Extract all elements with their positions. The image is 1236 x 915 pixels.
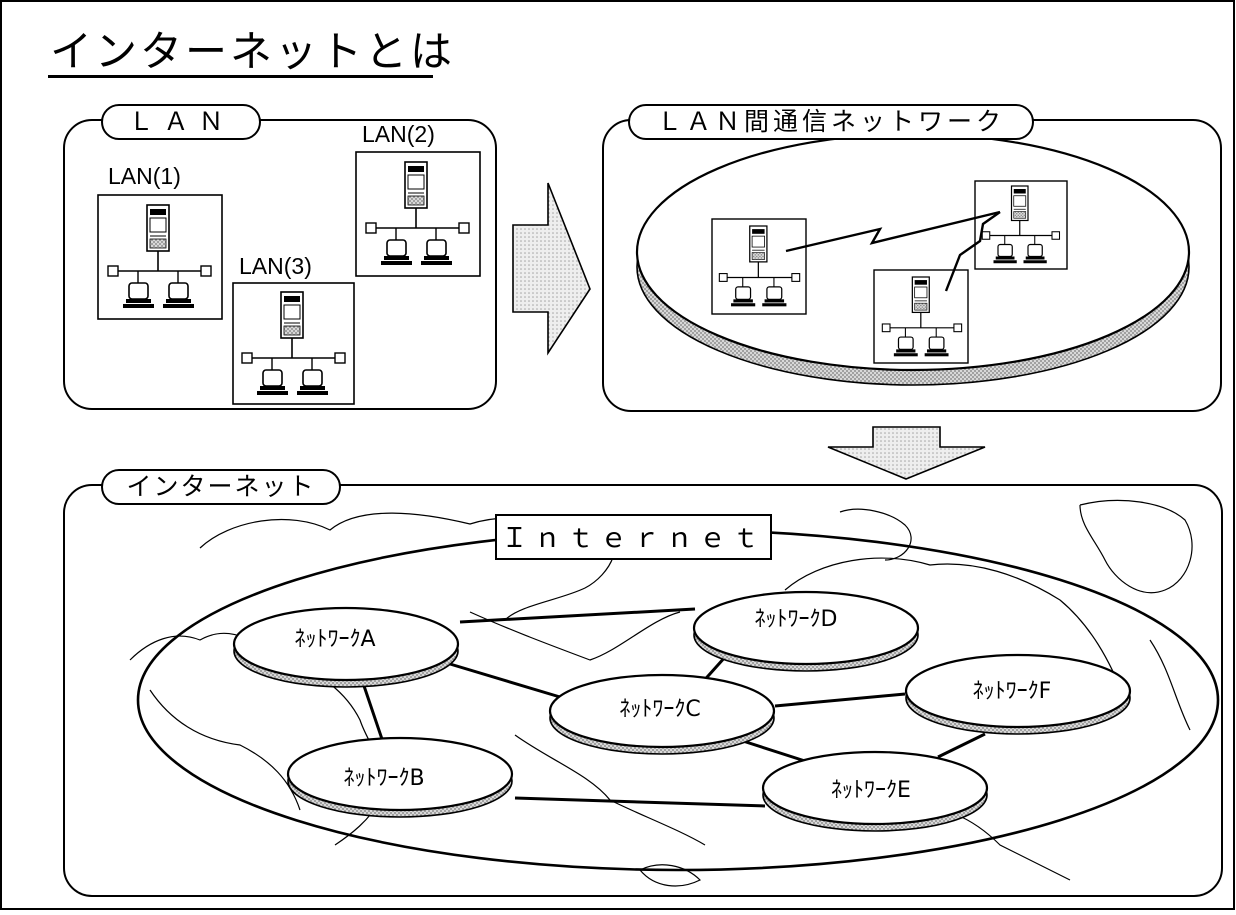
network-b-label: ﾈｯﾄﾜｰｸB (343, 766, 424, 791)
wan-lan-left (711, 218, 807, 315)
arrow-down-icon (827, 426, 986, 480)
arrow-right-icon (512, 182, 591, 356)
lan1-label: LAN(1) (108, 163, 181, 189)
internet-panel-label: インターネット (101, 469, 341, 505)
network-a-label: ﾈｯﾄﾜｰｸA (294, 627, 375, 652)
lan3-label: LAN(3) (239, 253, 312, 279)
wan-lan-bottom (873, 269, 969, 364)
internet-banner: Ｉｎｔｅｒｎｅｔ (501, 523, 765, 554)
lan2-box (355, 151, 481, 277)
wan-lan-right (974, 180, 1068, 270)
network-f-label: ﾈｯﾄﾜｰｸF (973, 679, 1052, 704)
network-c-label: ﾈｯﾄﾜｰｸC (619, 697, 700, 722)
wan-panel-label: ＬＡＮ間通信ネットワーク (628, 104, 1034, 140)
network-e-label: ﾈｯﾄﾜｰｸE (831, 778, 911, 803)
network-d-label: ﾈｯﾄﾜｰｸD (755, 607, 838, 632)
lan2-label: LAN(2) (362, 121, 435, 147)
page-title: インターネットとは (50, 27, 456, 76)
lan1-box (97, 194, 223, 320)
lan-panel-label: ＬＡＮ (101, 104, 261, 140)
title-underline (48, 75, 433, 78)
wan-links (785, 210, 1001, 292)
lan3-box (232, 282, 355, 405)
internet-banner-box (495, 514, 772, 560)
